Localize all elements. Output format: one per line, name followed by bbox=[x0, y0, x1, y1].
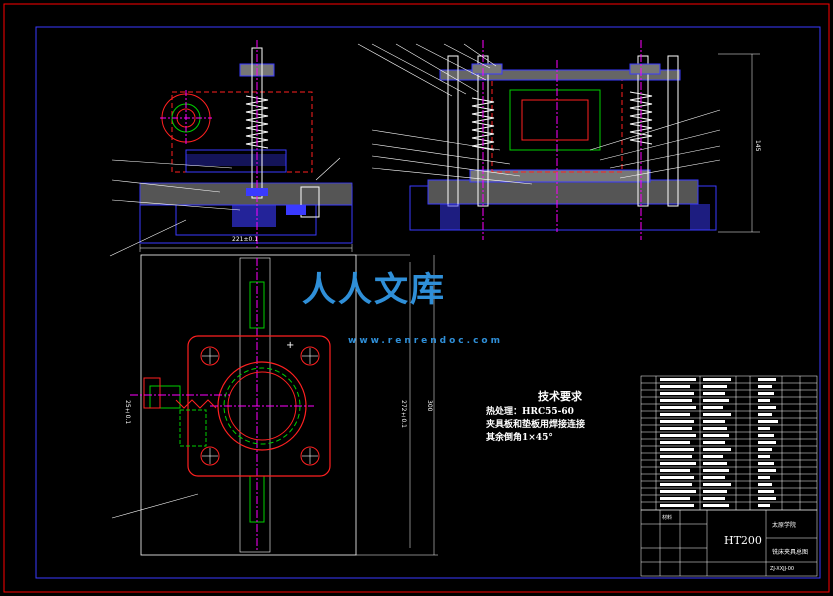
front-view bbox=[109, 40, 353, 257]
plan-height2-dim: 300 bbox=[426, 400, 433, 412]
plan-height-dim: 272±0.1 bbox=[400, 400, 407, 428]
plan-body bbox=[187, 335, 331, 477]
tech-line-3: 其余倒角1×45° bbox=[486, 433, 553, 443]
side-view bbox=[357, 40, 760, 240]
inner-frame bbox=[35, 26, 821, 579]
watermark-url: www.renrendoc.com bbox=[348, 336, 503, 346]
material-value: HT200 bbox=[724, 534, 762, 547]
school-name: 太原学院 bbox=[772, 522, 797, 529]
parts-list bbox=[640, 375, 818, 511]
title-block bbox=[640, 509, 818, 577]
plan-small-dim: 25±0.1 bbox=[124, 400, 131, 425]
plan-view: + bbox=[111, 254, 438, 556]
tech-line-2: 夹具板和垫板用焊接连接 bbox=[486, 420, 586, 430]
tech-title: 技术要求 bbox=[538, 390, 582, 403]
drawing-number: ZJ-XXJJ-00 bbox=[770, 566, 795, 572]
material-label: 材料 bbox=[662, 515, 673, 521]
technical-requirements: 技术要求 热处理：HRC55-60 夹具板和垫板用焊接连接 其余倒角1×45° bbox=[486, 388, 585, 445]
front-width-dim: 221±0.1 bbox=[232, 236, 259, 243]
outer-frame bbox=[3, 3, 830, 593]
bom-text-marks bbox=[660, 378, 778, 507]
tech-line-1: 热处理：HRC55-60 bbox=[486, 407, 574, 417]
plan-base bbox=[140, 254, 357, 556]
watermark-text: 人人文库 bbox=[302, 270, 446, 310]
watermark: 人人文库 www.renrendoc.com bbox=[302, 262, 500, 346]
svg-text:+: + bbox=[286, 340, 294, 351]
side-height-dim: 145 bbox=[754, 140, 761, 152]
drawing-name: 铣床夹具总图 bbox=[772, 549, 809, 556]
